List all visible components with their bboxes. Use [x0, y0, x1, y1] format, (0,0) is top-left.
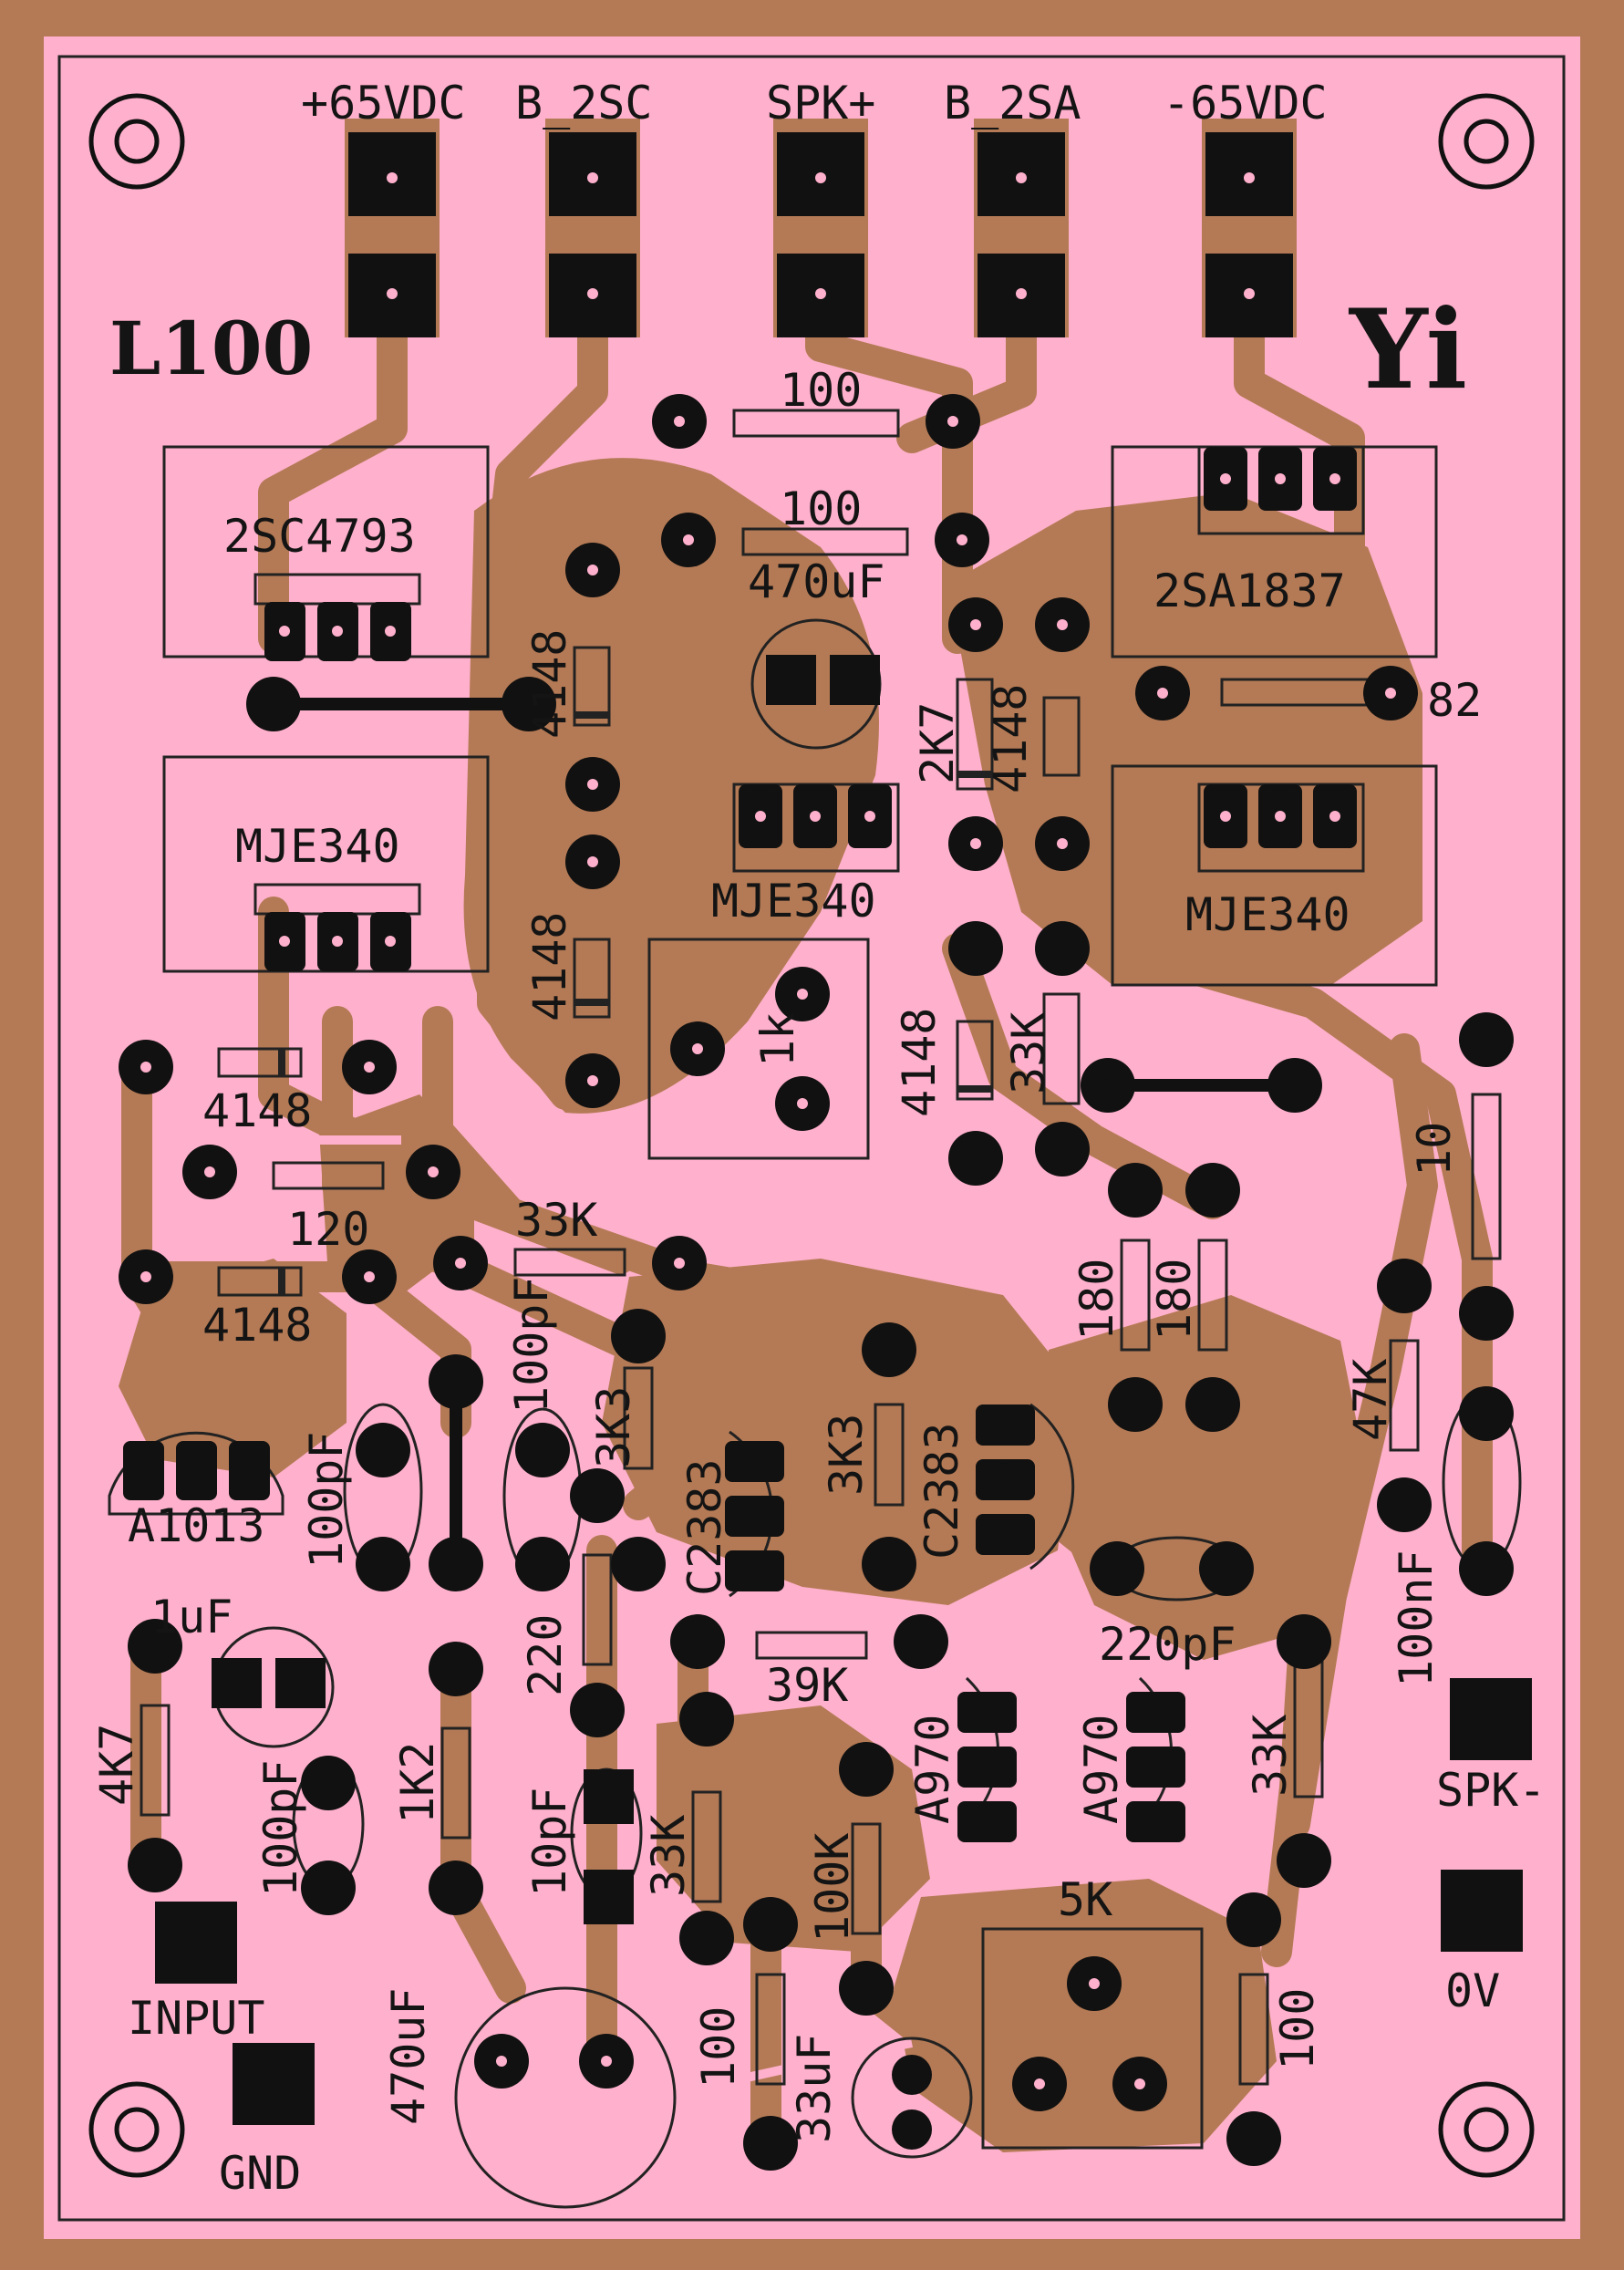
- label-r-100-b: 100: [780, 482, 862, 535]
- connector-label-65vdc-neg: -65VDC: [1163, 77, 1328, 130]
- label-c2383-left: C2383: [678, 1458, 731, 1596]
- pad-drills: [140, 416, 1396, 2089]
- label-r-180-b: 180: [1148, 1259, 1201, 1341]
- label-r-10: 10: [1408, 1122, 1461, 1176]
- label-r-33k-a: 33K: [1002, 1012, 1055, 1094]
- label-r-39k: 39K: [766, 1659, 848, 1712]
- transistor-labels: 2SC4793 2SA1837 MJE340 MJE340 MJE340 A10…: [128, 510, 1350, 1824]
- label-r-1k2: 1K2: [391, 1742, 444, 1824]
- board-name: L100: [109, 306, 313, 391]
- resistor-labels: 100 100 82 2K7 33K 120 33K 3K3 3K3 180 1…: [90, 364, 1482, 2089]
- label-r-2k7: 2K7: [911, 702, 964, 784]
- label-r-120: 120: [287, 1203, 369, 1256]
- label-c-33uf: 33uF: [788, 2034, 841, 2143]
- label-r-33k-b: 33K: [515, 1194, 597, 1247]
- trimmer-labels: 1k 5K: [751, 1012, 1112, 1926]
- label-r-3k3-b: 3K3: [820, 1414, 873, 1496]
- connector-label-0v: 0V: [1445, 1964, 1500, 2017]
- mounting-holes: [88, 93, 1535, 2178]
- label-r-180-a: 180: [1071, 1259, 1123, 1341]
- label-a970-left: A970: [906, 1715, 959, 1824]
- diode-bands: [278, 711, 992, 1295]
- label-r-33k-d: 33K: [1244, 1715, 1297, 1797]
- connector-label-spk-pos: SPK+: [766, 77, 875, 130]
- top-connectors: [345, 119, 1297, 337]
- connector-label-b-2sa: B_2SA: [944, 77, 1081, 130]
- label-r-100-c: 100: [692, 2006, 745, 2089]
- label-c-100pf-a: 100pF: [505, 1276, 558, 1414]
- label-trim-5k: 5K: [1058, 1873, 1112, 1926]
- label-a1013: A1013: [128, 1499, 265, 1552]
- label-c-100nf: 100nF: [1390, 1550, 1443, 1687]
- label-r-100-d: 100: [1271, 1988, 1324, 2070]
- connector-label-b-2sc: B_2SC: [515, 77, 653, 130]
- label-mje340-right: MJE340: [1185, 888, 1350, 941]
- transistor-pads: [123, 445, 1365, 1842]
- connector-labels: +65VDC B_2SC SPK+ B_2SA -65VDC SPK- 0V I…: [128, 77, 1546, 2200]
- label-c-220pf: 220pF: [1099, 1618, 1236, 1671]
- label-trim-1k: 1k: [751, 1012, 804, 1067]
- capacitor-pads: [212, 655, 880, 1924]
- label-r-3k3-a: 3K3: [587, 1386, 640, 1468]
- label-c-10pf: 10pF: [523, 1788, 576, 1897]
- label-r-100-a: 100: [780, 364, 862, 417]
- label-c-100pf-c: 100pF: [254, 1759, 307, 1897]
- connector-label-spk-neg: SPK-: [1436, 1764, 1546, 1817]
- board-logo: Yi: [1348, 285, 1467, 414]
- label-d-4148-c: 4148: [984, 684, 1037, 793]
- jumper-wires: [267, 698, 1301, 1570]
- label-d-4148-b: 4148: [523, 912, 576, 1021]
- label-c-1uf: 1uF: [150, 1591, 233, 1643]
- terminal-pads: [155, 1678, 1532, 2125]
- capacitor-labels: 470uF 100pF 100pF 100nF 220pF 1uF 100pF …: [150, 555, 1443, 2143]
- label-r-220: 220: [519, 1614, 572, 1696]
- label-c2383-right: C2383: [915, 1422, 968, 1560]
- connector-label-gnd: GND: [219, 2147, 301, 2200]
- label-mje340-left: MJE340: [235, 820, 400, 873]
- label-d-4148-f: 4148: [202, 1299, 312, 1352]
- label-r-4k7: 4K7: [90, 1724, 143, 1806]
- round-pads: [119, 394, 1514, 2171]
- label-r-33k-c: 33K: [642, 1815, 695, 1897]
- label-r-47k: 47K: [1344, 1359, 1397, 1441]
- label-a970-right: A970: [1075, 1715, 1128, 1824]
- label-d-4148-a: 4148: [523, 629, 576, 739]
- connector-label-input: INPUT: [128, 1992, 265, 2045]
- label-2sa1837: 2SA1837: [1153, 565, 1346, 617]
- label-c-470uf-top: 470uF: [748, 555, 885, 608]
- label-mje340-center: MJE340: [711, 875, 876, 928]
- label-d-4148-d: 4148: [893, 1008, 946, 1117]
- diode-labels: 4148 4148 4148 4148 4148 4148: [202, 629, 1037, 1352]
- connector-label-65vdc-pos: +65VDC: [301, 77, 466, 130]
- label-c-470uf-bottom: 470uF: [382, 1987, 435, 2125]
- label-2sc4793: 2SC4793: [223, 510, 416, 563]
- label-r-82: 82: [1427, 674, 1482, 727]
- label-c-100pf-b: 100pF: [300, 1431, 353, 1569]
- label-d-4148-e: 4148: [202, 1084, 312, 1137]
- label-r-100k: 100K: [806, 1833, 859, 1943]
